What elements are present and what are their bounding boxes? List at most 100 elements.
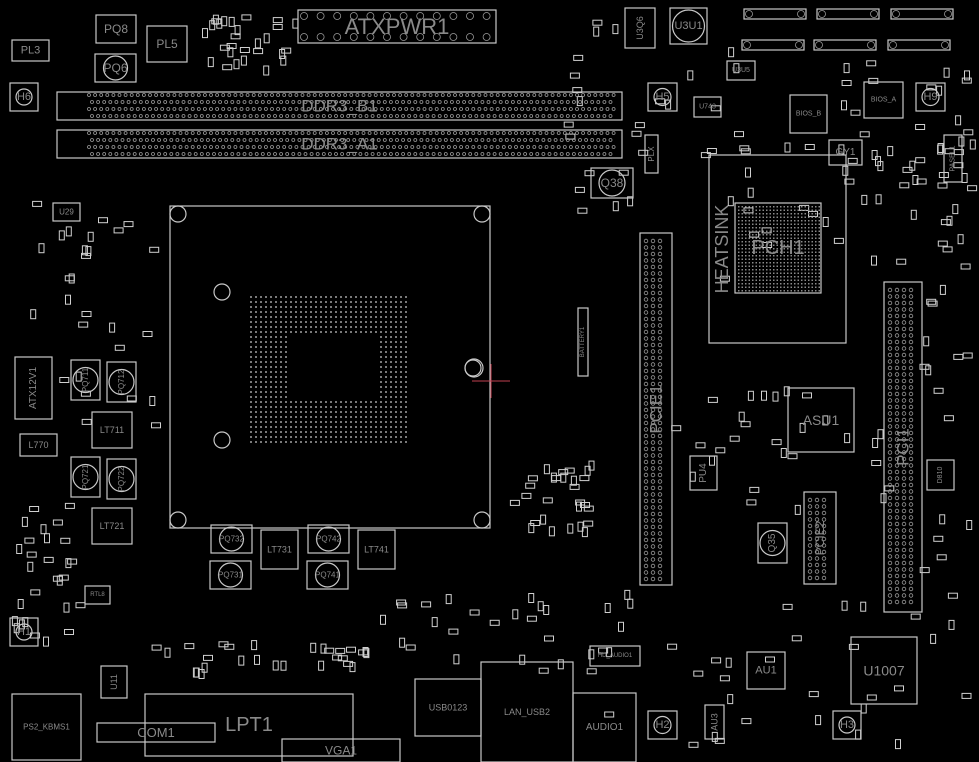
component-h5[interactable]: H5 xyxy=(647,82,678,112)
component-ddr3-b1[interactable]: DDR3_B1 xyxy=(56,91,623,121)
component-pq6[interactable]: PQ6 xyxy=(94,53,137,83)
component-label: PS2_KBMS1 xyxy=(23,723,70,732)
component-h1[interactable]: H1 xyxy=(9,617,39,647)
component-au3[interactable]: AU3 xyxy=(704,704,725,740)
sata-connector xyxy=(890,8,954,20)
component-bios-a[interactable]: BIOS_A xyxy=(863,81,904,119)
component-battery1[interactable]: BATTERY1 xyxy=(577,307,589,377)
component-q35[interactable]: Q35 xyxy=(757,522,788,564)
component-label: U1007 xyxy=(863,663,904,679)
component-lt721[interactable]: LT721 xyxy=(91,507,133,545)
component-label: H2 xyxy=(655,719,669,731)
component-u11[interactable]: U11 xyxy=(100,665,128,699)
component-vga1[interactable]: VGA1 xyxy=(281,738,401,762)
component-u3u1[interactable]: U3U1 xyxy=(669,7,708,45)
component-lt711[interactable]: LT711 xyxy=(91,411,133,449)
sata-connector xyxy=(813,39,877,51)
component-asu1[interactable]: ASU1 xyxy=(787,387,855,453)
component-h9[interactable]: H9 xyxy=(915,82,946,112)
component-label: H3 xyxy=(840,719,854,731)
component-hd-audio1[interactable]: HD_AUDIO1 xyxy=(589,645,641,667)
component-pl5[interactable]: PL5 xyxy=(146,25,188,63)
component-label: PL5 xyxy=(156,37,178,51)
component-label: PQ8 xyxy=(104,22,128,36)
component-audio1[interactable]: AUDIO1 xyxy=(572,692,637,762)
component-label: Q35 xyxy=(767,533,778,552)
crosshair-cursor xyxy=(464,358,510,398)
component-label: PQ722 xyxy=(117,466,126,491)
component-pq742[interactable]: PQ742 xyxy=(307,524,350,554)
component-u29[interactable]: U29 xyxy=(52,202,81,222)
component-label: PASEL1 xyxy=(950,145,957,171)
component-h2[interactable]: H2 xyxy=(647,710,678,740)
component-u1007[interactable]: U1007 xyxy=(850,636,918,705)
component-label: L770 xyxy=(28,440,48,450)
sata-connector xyxy=(741,39,805,51)
component-lt731[interactable]: LT731 xyxy=(260,529,299,570)
sata-connector xyxy=(816,8,880,20)
component-h6[interactable]: H6 xyxy=(9,82,39,112)
component-pcie2[interactable]: PCIE2 xyxy=(803,491,837,585)
component-lpt1[interactable]: LPT1 xyxy=(144,693,354,757)
component-pq731[interactable]: PQ731 xyxy=(209,560,252,590)
component-label: LT711 xyxy=(100,425,124,435)
sata-connector xyxy=(887,39,951,51)
component-pq8[interactable]: PQ8 xyxy=(95,14,137,44)
component-pu4[interactable]: PU4 xyxy=(689,455,718,491)
component-pq741[interactable]: PQ741 xyxy=(306,560,349,590)
component-label: PQ721 xyxy=(81,464,90,489)
component-ps2-kbms1[interactable]: PS2_KBMS1 xyxy=(11,693,82,761)
component-label: DDR3_B1 xyxy=(301,97,378,116)
component-pch1[interactable]: PCH1 xyxy=(734,202,822,294)
component-label: PCIE1 xyxy=(647,384,666,433)
component-pcie1[interactable]: PCIE1 xyxy=(639,232,673,586)
component-label: U743 xyxy=(699,104,716,111)
component-au1[interactable]: AU1 xyxy=(746,651,786,690)
component-atxpwr1[interactable]: ATXPWR1 xyxy=(297,9,497,44)
component-com1[interactable]: COM1 xyxy=(96,722,216,743)
component-pl3[interactable]: PL3 xyxy=(11,39,50,62)
sata-connector xyxy=(743,8,807,20)
component-u743[interactable]: U743 xyxy=(693,96,722,118)
component-label: ATXPWR1 xyxy=(345,14,450,39)
component-d810[interactable]: D810 xyxy=(926,459,955,491)
component-label: U11 xyxy=(109,674,119,690)
component-rtl8[interactable]: RTL8 xyxy=(84,585,111,605)
component-label: PCH1 xyxy=(751,237,804,259)
component-pq712[interactable]: PQ712 xyxy=(106,361,137,403)
component-label: DDR3_A1 xyxy=(301,135,378,154)
component-label: HEATSINK xyxy=(712,205,732,294)
component-pq732[interactable]: PQ732 xyxy=(210,524,253,554)
component-lt741[interactable]: LT741 xyxy=(357,529,396,570)
component-q38[interactable]: Q38 xyxy=(590,167,634,199)
component-bios-b[interactable]: BIOS_B xyxy=(789,94,828,134)
component-label: PQ712 xyxy=(117,369,126,394)
component-l770[interactable]: L770 xyxy=(19,433,58,457)
component-label: H5 xyxy=(655,91,669,103)
component-u3q6[interactable]: U3Q6 xyxy=(624,7,656,49)
component-label: PQ731 xyxy=(218,571,243,580)
component-pq722[interactable]: PQ722 xyxy=(106,458,137,500)
component-atx12v1[interactable]: ATX12V1 xyxy=(14,356,53,420)
component-plx[interactable]: PLX xyxy=(644,134,659,174)
cpu-pin-array xyxy=(250,296,407,443)
component-gy1[interactable]: GY1 xyxy=(828,139,863,166)
component-u3u5[interactable]: U3U5 xyxy=(726,60,756,81)
component-label: U3Q6 xyxy=(635,16,645,40)
component-h3[interactable]: H3 xyxy=(832,710,862,740)
component-pq711[interactable]: PQ711 xyxy=(70,359,101,401)
component-label: U3U1 xyxy=(674,20,702,32)
component-lan-usb2[interactable]: LAN_USB2 xyxy=(480,661,574,762)
component-pasel1[interactable]: PASEL1 xyxy=(943,134,963,183)
component-heatsink[interactable]: HEATSINK xyxy=(708,154,847,344)
component-label: BATTERY1 xyxy=(580,326,586,357)
component-usb0123[interactable]: USB0123 xyxy=(414,678,482,737)
component-label: H1 xyxy=(17,626,31,638)
component-ddr3-a1[interactable]: DDR3_A1 xyxy=(56,129,623,159)
component-pci1[interactable]: PCI1 xyxy=(883,281,923,613)
component-label: VGA1 xyxy=(325,744,357,758)
component-label: U29 xyxy=(59,208,74,217)
component-pq721[interactable]: PQ721 xyxy=(70,456,101,498)
component-label: PCIE2 xyxy=(813,520,827,555)
